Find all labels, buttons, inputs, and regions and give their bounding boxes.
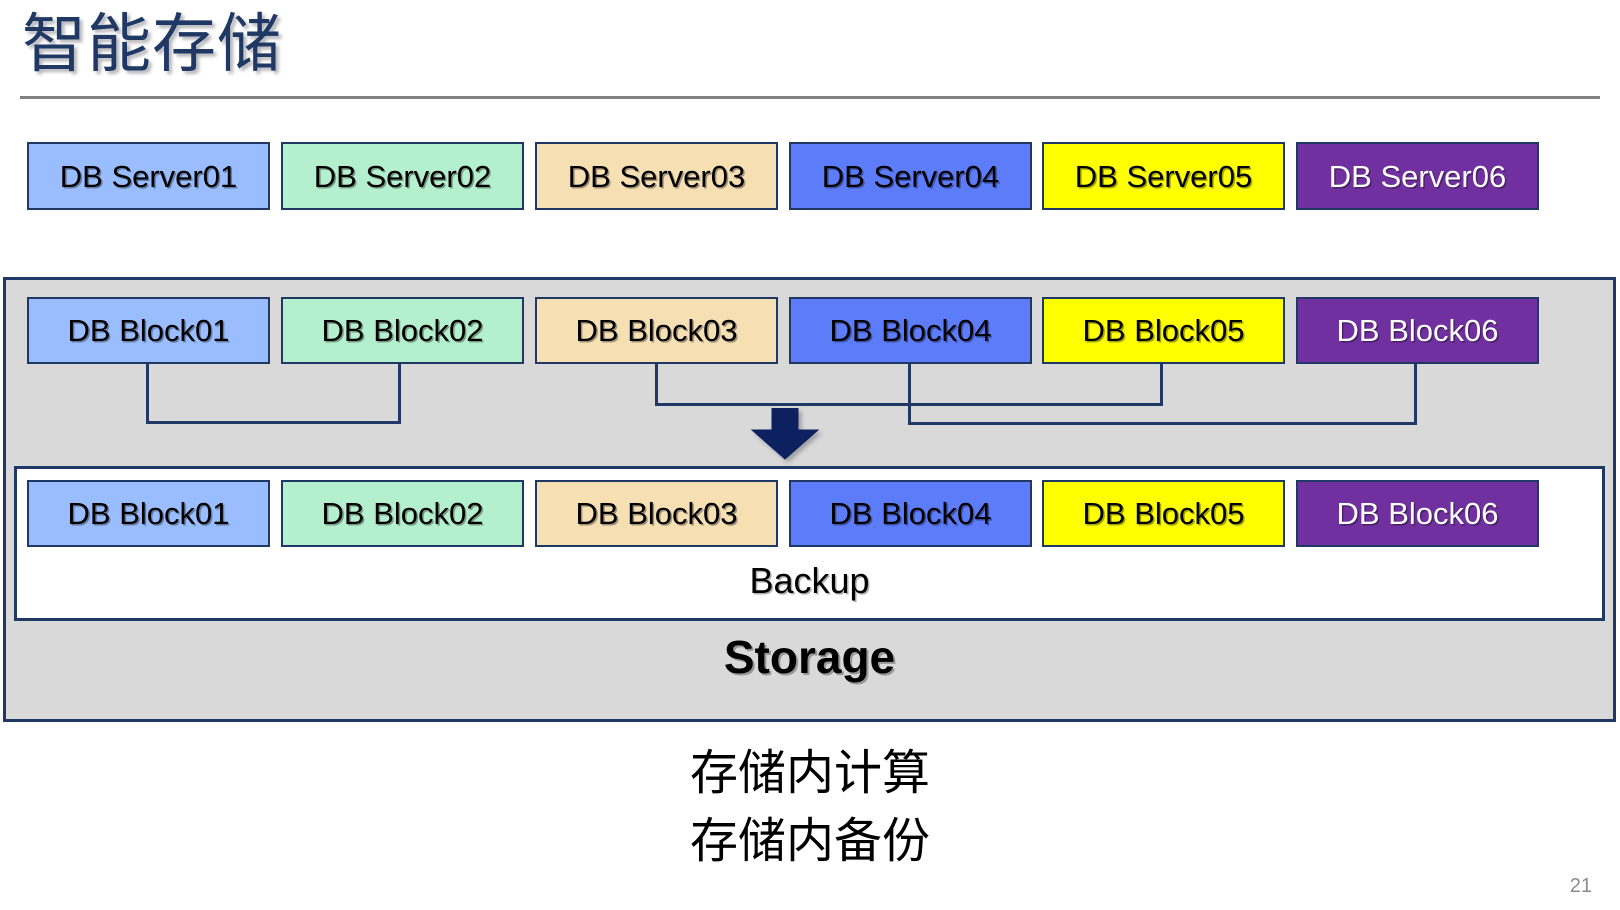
title-divider (20, 96, 1600, 99)
footer-captions: 存储内计算存储内备份 (0, 740, 1620, 876)
db-server-box-6: DB Server06 (1296, 142, 1539, 210)
db-block-box-primary-4: DB Block04 (789, 297, 1032, 364)
db-server-box-2: DB Server02 (281, 142, 524, 210)
db-block-box-backup-5: DB Block05 (1042, 480, 1285, 547)
db-server-box-5: DB Server05 (1042, 142, 1285, 210)
db-block-box-primary-5: DB Block05 (1042, 297, 1285, 364)
footer-caption-line-2: 存储内备份 (689, 815, 930, 869)
db-block-box-primary-2: DB Block02 (281, 297, 524, 364)
db-block-box-backup-6: DB Block06 (1296, 480, 1539, 547)
db-block-box-backup-3: DB Block03 (535, 480, 778, 547)
db-block-box-backup-4: DB Block04 (789, 480, 1032, 547)
db-server-box-3: DB Server03 (535, 142, 778, 210)
connector-block01-block02 (146, 364, 401, 424)
storage-label: Storage (723, 631, 896, 683)
footer-caption-line-1: 存储内计算 (689, 747, 930, 800)
page-title: 智能存储 (22, 8, 282, 80)
db-block-box-backup-2: DB Block02 (281, 480, 524, 547)
db-server-box-4: DB Server04 (789, 142, 1032, 210)
db-block-box-backup-1: DB Block01 (27, 480, 270, 547)
db-block-box-primary-3: DB Block03 (535, 297, 778, 364)
backup-label: Backup (749, 560, 870, 601)
connector-block04-block06 (908, 364, 1417, 425)
db-block-box-primary-1: DB Block01 (27, 297, 270, 364)
db-block-box-primary-6: DB Block06 (1296, 297, 1539, 364)
db-server-box-1: DB Server01 (27, 142, 270, 210)
page-number: 21 (1569, 875, 1592, 897)
flow-down-arrow (750, 408, 820, 460)
